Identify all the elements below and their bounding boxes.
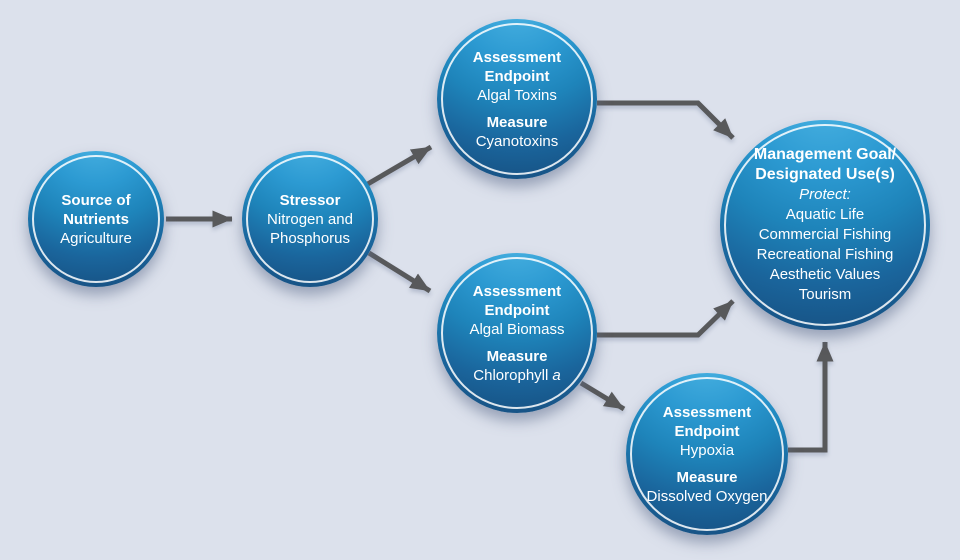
arrow-algal-biomass-to-hypoxia [579, 380, 626, 412]
arrow-hypoxia-to-management [788, 341, 834, 453]
biomass-measure-label: Measure [486, 347, 548, 365]
node-source-of-nutrients: Source of Nutrients Agriculture [28, 151, 164, 287]
node-assessment-endpoint-algal-toxins: Assessment Endpoint Algal Toxins Measure… [437, 19, 597, 179]
toxins-measure-label: Measure [486, 113, 548, 131]
arrow-stressor-to-algal-biomass [367, 250, 432, 294]
management-use-tourism: Tourism [798, 286, 852, 303]
node-assessment-endpoint-algal-biomass: Assessment Endpoint Algal Biomass Measur… [437, 253, 597, 413]
hypoxia-measure-value: Dissolved Oxygen [646, 487, 768, 505]
management-use-aquatic-life: Aquatic Life [785, 206, 865, 223]
hypoxia-heading: Assessment Endpoint [662, 403, 752, 440]
management-heading: Management Goal/ Designated Use(s) [753, 146, 897, 183]
toxins-measure-block: Measure Cyanotoxins [457, 113, 577, 151]
toxins-heading: Assessment Endpoint [472, 48, 562, 85]
biomass-measure-value-italic: a [552, 366, 561, 384]
biomass-endpoint: Algal Biomass [469, 320, 565, 338]
arrow-algal-biomass-to-management [597, 299, 735, 338]
arrow-algal-toxins-to-management [597, 100, 735, 140]
toxins-measure-value: Cyanotoxins [475, 132, 559, 150]
source-heading: Source of Nutrients [61, 191, 131, 228]
source-body: Agriculture [60, 229, 132, 247]
node-assessment-endpoint-hypoxia: Assessment Endpoint Hypoxia Measure Diss… [626, 373, 788, 535]
hypoxia-measure-label: Measure [676, 468, 738, 486]
arrow-stressor-to-algal-toxins [364, 144, 433, 188]
management-use-aesthetic-values: Aesthetic Values [769, 266, 881, 283]
node-stressor: Stressor Nitrogen and Phosphorus [242, 151, 378, 287]
stressor-body: Nitrogen and Phosphorus [267, 210, 353, 247]
biomass-heading: Assessment Endpoint [472, 282, 562, 319]
node-management-goal-designated-uses: Management Goal/ Designated Use(s) Prote… [720, 120, 930, 330]
toxins-endpoint: Algal Toxins [477, 86, 557, 104]
biomass-measure-value-text: Chlorophyll [473, 366, 549, 384]
hypoxia-endpoint: Hypoxia [679, 441, 735, 459]
management-use-recreational-fishing: Recreational Fishing [756, 246, 894, 263]
hypoxia-measure-block: Measure Dissolved Oxygen [647, 468, 768, 506]
management-protect-label: Protect: [799, 186, 851, 203]
management-use-commercial-fishing: Commercial Fishing [758, 226, 892, 243]
stressor-heading: Stressor [279, 191, 341, 209]
